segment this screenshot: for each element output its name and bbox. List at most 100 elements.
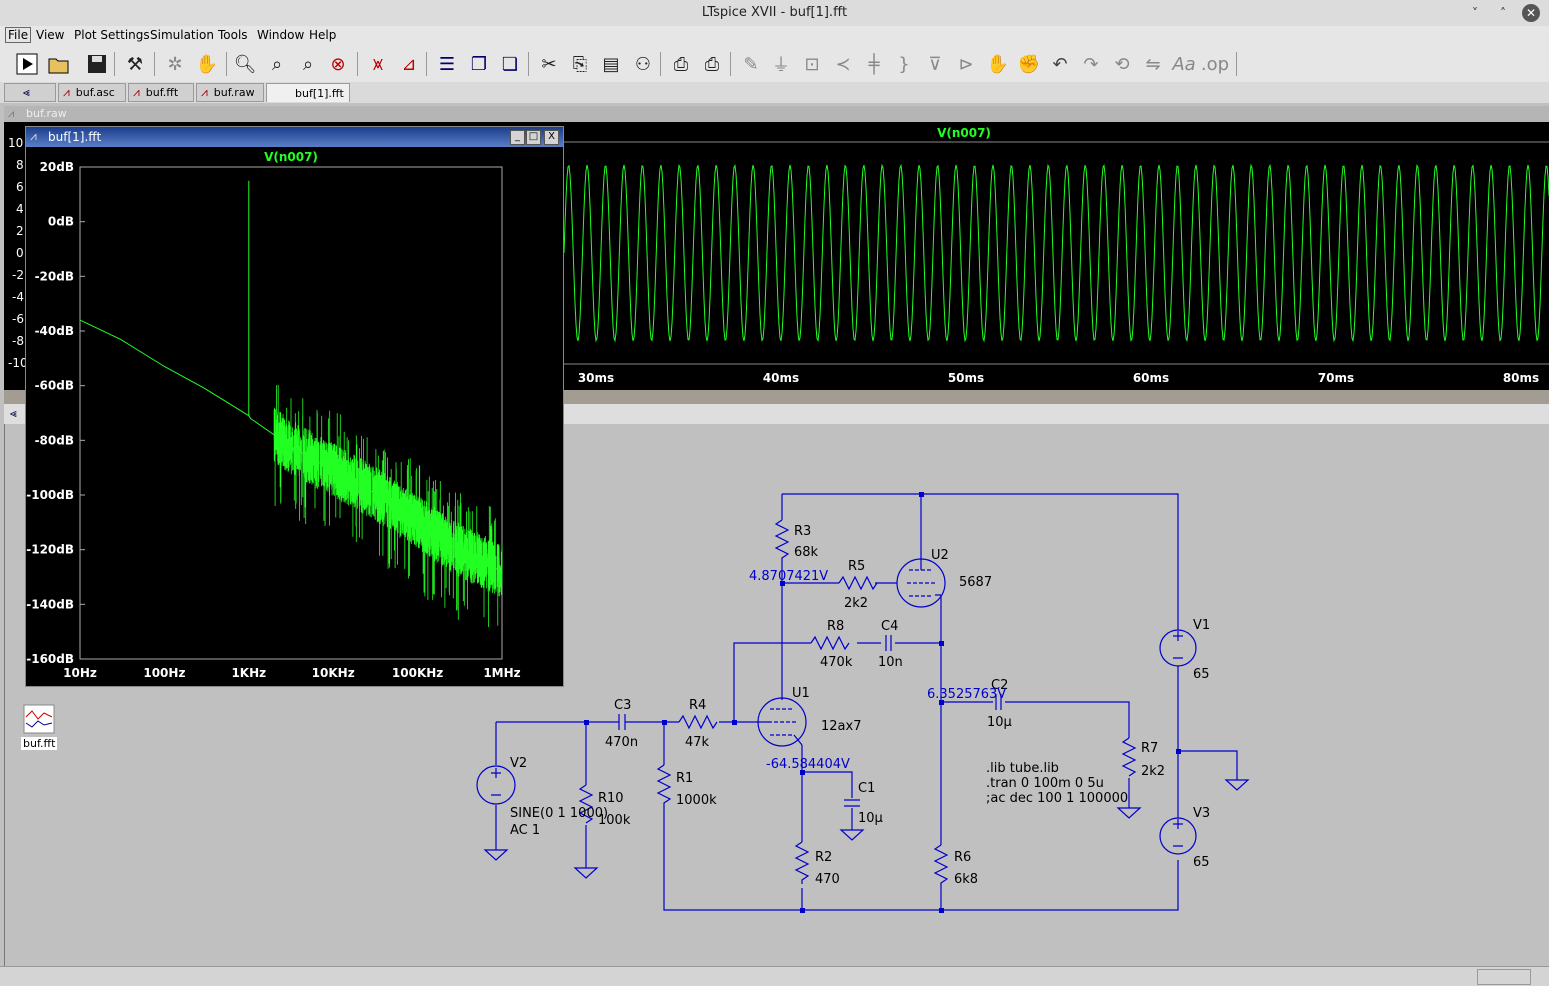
resistor-r3 [774, 519, 790, 562]
node-voltage-label: 4.8707421V [749, 569, 828, 584]
move-icon[interactable]: ✋ [986, 53, 1010, 75]
pan-icon[interactable]: ✋ [195, 53, 219, 75]
title-bar: LTspice XVII - buf[1].fft ˅ ˄ ✕ [0, 0, 1549, 27]
print-setup-icon[interactable]: ⎙ [673, 53, 689, 75]
menu-window[interactable]: Window [257, 28, 305, 42]
menu-tools[interactable]: Tools [218, 28, 248, 42]
tile-vertical-icon[interactable]: ❏ [501, 53, 519, 75]
autorange-icon[interactable]: ⩙ [372, 53, 384, 75]
tab-buf1-fft[interactable]: buf[1].fft [266, 83, 350, 102]
print-icon[interactable]: ⎙ [704, 53, 720, 75]
label-r1: R1 [676, 771, 693, 786]
halt-icon[interactable]: ✲ [167, 53, 183, 75]
tab-buf-asc[interactable]: ⩘ buf.asc [58, 83, 126, 102]
wire-icon[interactable]: ✎ [743, 53, 759, 75]
fft-y-tick: -100dB [26, 488, 74, 502]
label-icon[interactable]: ⊡ [804, 53, 820, 75]
tab-schematic[interactable]: ⪡ [4, 83, 56, 102]
paste-icon[interactable]: ▤ [602, 53, 620, 75]
menu-file[interactable]: File [5, 27, 32, 43]
zoom-extents-icon[interactable]: ⊿ [401, 53, 417, 75]
save-icon[interactable] [84, 51, 110, 77]
restore-icon[interactable]: ˄ [1500, 6, 1506, 20]
label-v3: V3 [1193, 806, 1210, 821]
raw-x-tick: 50ms [948, 371, 984, 385]
node-voltage-label: -64.584404V [766, 757, 850, 772]
fft-y-tick: 20dB [40, 160, 74, 174]
close-icon[interactable]: ✕ [1522, 4, 1540, 22]
run-icon[interactable] [14, 51, 40, 77]
raw-y-tick: 2 [16, 224, 24, 238]
capacitor-icon[interactable]: ╪ [868, 53, 880, 75]
raw-y-tick: 8 [16, 158, 24, 172]
inductor-icon[interactable]: } [898, 53, 910, 75]
fft-y-tick: 0dB [48, 215, 74, 229]
raw-y-tick: -6 [12, 312, 24, 326]
undo-icon[interactable]: ↶ [1052, 53, 1068, 75]
fft-window[interactable]: ⩘ buf[1].fft _ □ X V(n007) 20dB 0dB -20dB -… [25, 126, 564, 687]
label-r4-value: 47k [685, 735, 710, 750]
fft-y-tick: -20dB [35, 269, 74, 283]
maximize-button[interactable]: □ [526, 130, 541, 145]
label-r3-value: 68k [794, 545, 819, 560]
drag-icon[interactable]: ✊ [1017, 53, 1041, 75]
label-v2-value: SINE(0 1 1000) [510, 806, 608, 821]
tile-horizontal-icon[interactable]: ☰ [438, 53, 456, 75]
open-icon[interactable] [46, 51, 72, 77]
find-icon[interactable]: ⚇ [634, 53, 652, 75]
fft-chart: V(n007) 20dB0dB-20dB-40dB-60dB-80dB-100d… [26, 150, 520, 680]
fft-chart-title: V(n007) [264, 150, 318, 164]
resistor-r5 [838, 575, 878, 591]
zoom-box-icon[interactable]: ⌕ [271, 53, 283, 75]
cut-icon[interactable]: ✂ [541, 53, 557, 75]
cascade-icon[interactable]: ❐ [470, 53, 488, 75]
ground-icon[interactable]: ⏚ [772, 55, 790, 76]
zoom-out-icon[interactable]: ⌕ [302, 53, 314, 75]
fft-noise-floor [273, 384, 503, 628]
menu-view[interactable]: View [36, 28, 65, 42]
raw-y-ticks: 10 8 6 4 2 0 -2 -4 -6 -8 -10 [8, 136, 28, 370]
fft-y-tick: -120dB [26, 543, 74, 557]
label-r6: R6 [954, 850, 971, 865]
label-c2: C2 [991, 678, 1008, 693]
zoom-full-icon[interactable]: ⊗ [330, 53, 346, 75]
minimize-icon[interactable]: ˅ [1472, 6, 1478, 20]
waveform-icon: ⩘ [30, 129, 37, 143]
minimize-button[interactable]: _ [510, 130, 525, 145]
close-button[interactable]: X [544, 130, 559, 145]
diode-icon[interactable]: ⊽ [928, 53, 942, 75]
control-panel-icon[interactable]: ⚒ [126, 53, 144, 75]
minimized-window-icon[interactable] [20, 703, 58, 751]
resistor-r4 [678, 714, 718, 730]
source-v1 [1159, 629, 1197, 667]
copy-icon[interactable]: ⎘ [572, 53, 588, 75]
redo-icon[interactable]: ↷ [1083, 53, 1099, 75]
tab-buf-fft[interactable]: ⩘ buf.fft [128, 83, 194, 102]
spice-directive-icon[interactable]: .op [1200, 53, 1230, 75]
label-r6-value: 6k8 [954, 872, 978, 887]
resistor-icon[interactable]: ≺ [835, 53, 851, 75]
rotate-icon[interactable]: ⟲ [1114, 53, 1130, 75]
component-icon[interactable]: ⊳ [958, 53, 974, 75]
text-icon[interactable]: Aa [1172, 53, 1196, 75]
resistor-r2 [794, 841, 810, 884]
source-v3 [1159, 817, 1197, 855]
raw-window-header[interactable]: ⩘ buf.raw [4, 106, 1549, 122]
menu-simulation[interactable]: Simulation [150, 28, 214, 42]
label-r1-value: 1000k [676, 793, 717, 808]
label-r10: R10 [598, 791, 624, 806]
capacitor-c3 [613, 714, 631, 730]
waveform-icon: ⩘ [63, 85, 70, 99]
fft-y-tick: -160dB [26, 652, 74, 666]
mirror-icon[interactable]: ⇋ [1145, 53, 1161, 75]
label-r2: R2 [815, 850, 832, 865]
capacitor-c1 [844, 799, 860, 807]
fft-plot-frame [79, 166, 503, 660]
fft-y-tick: -140dB [26, 597, 74, 611]
fft-window-titlebar[interactable]: ⩘ buf[1].fft _ □ X [26, 127, 563, 147]
raw-y-tick: 6 [16, 180, 24, 194]
zoom-in-icon[interactable]: 🔍︎ [233, 53, 257, 75]
menu-help[interactable]: Help [309, 28, 337, 42]
menu-plot-settings[interactable]: Plot Settings [74, 28, 150, 42]
tab-buf-raw[interactable]: ⩘ buf.raw [196, 83, 264, 102]
